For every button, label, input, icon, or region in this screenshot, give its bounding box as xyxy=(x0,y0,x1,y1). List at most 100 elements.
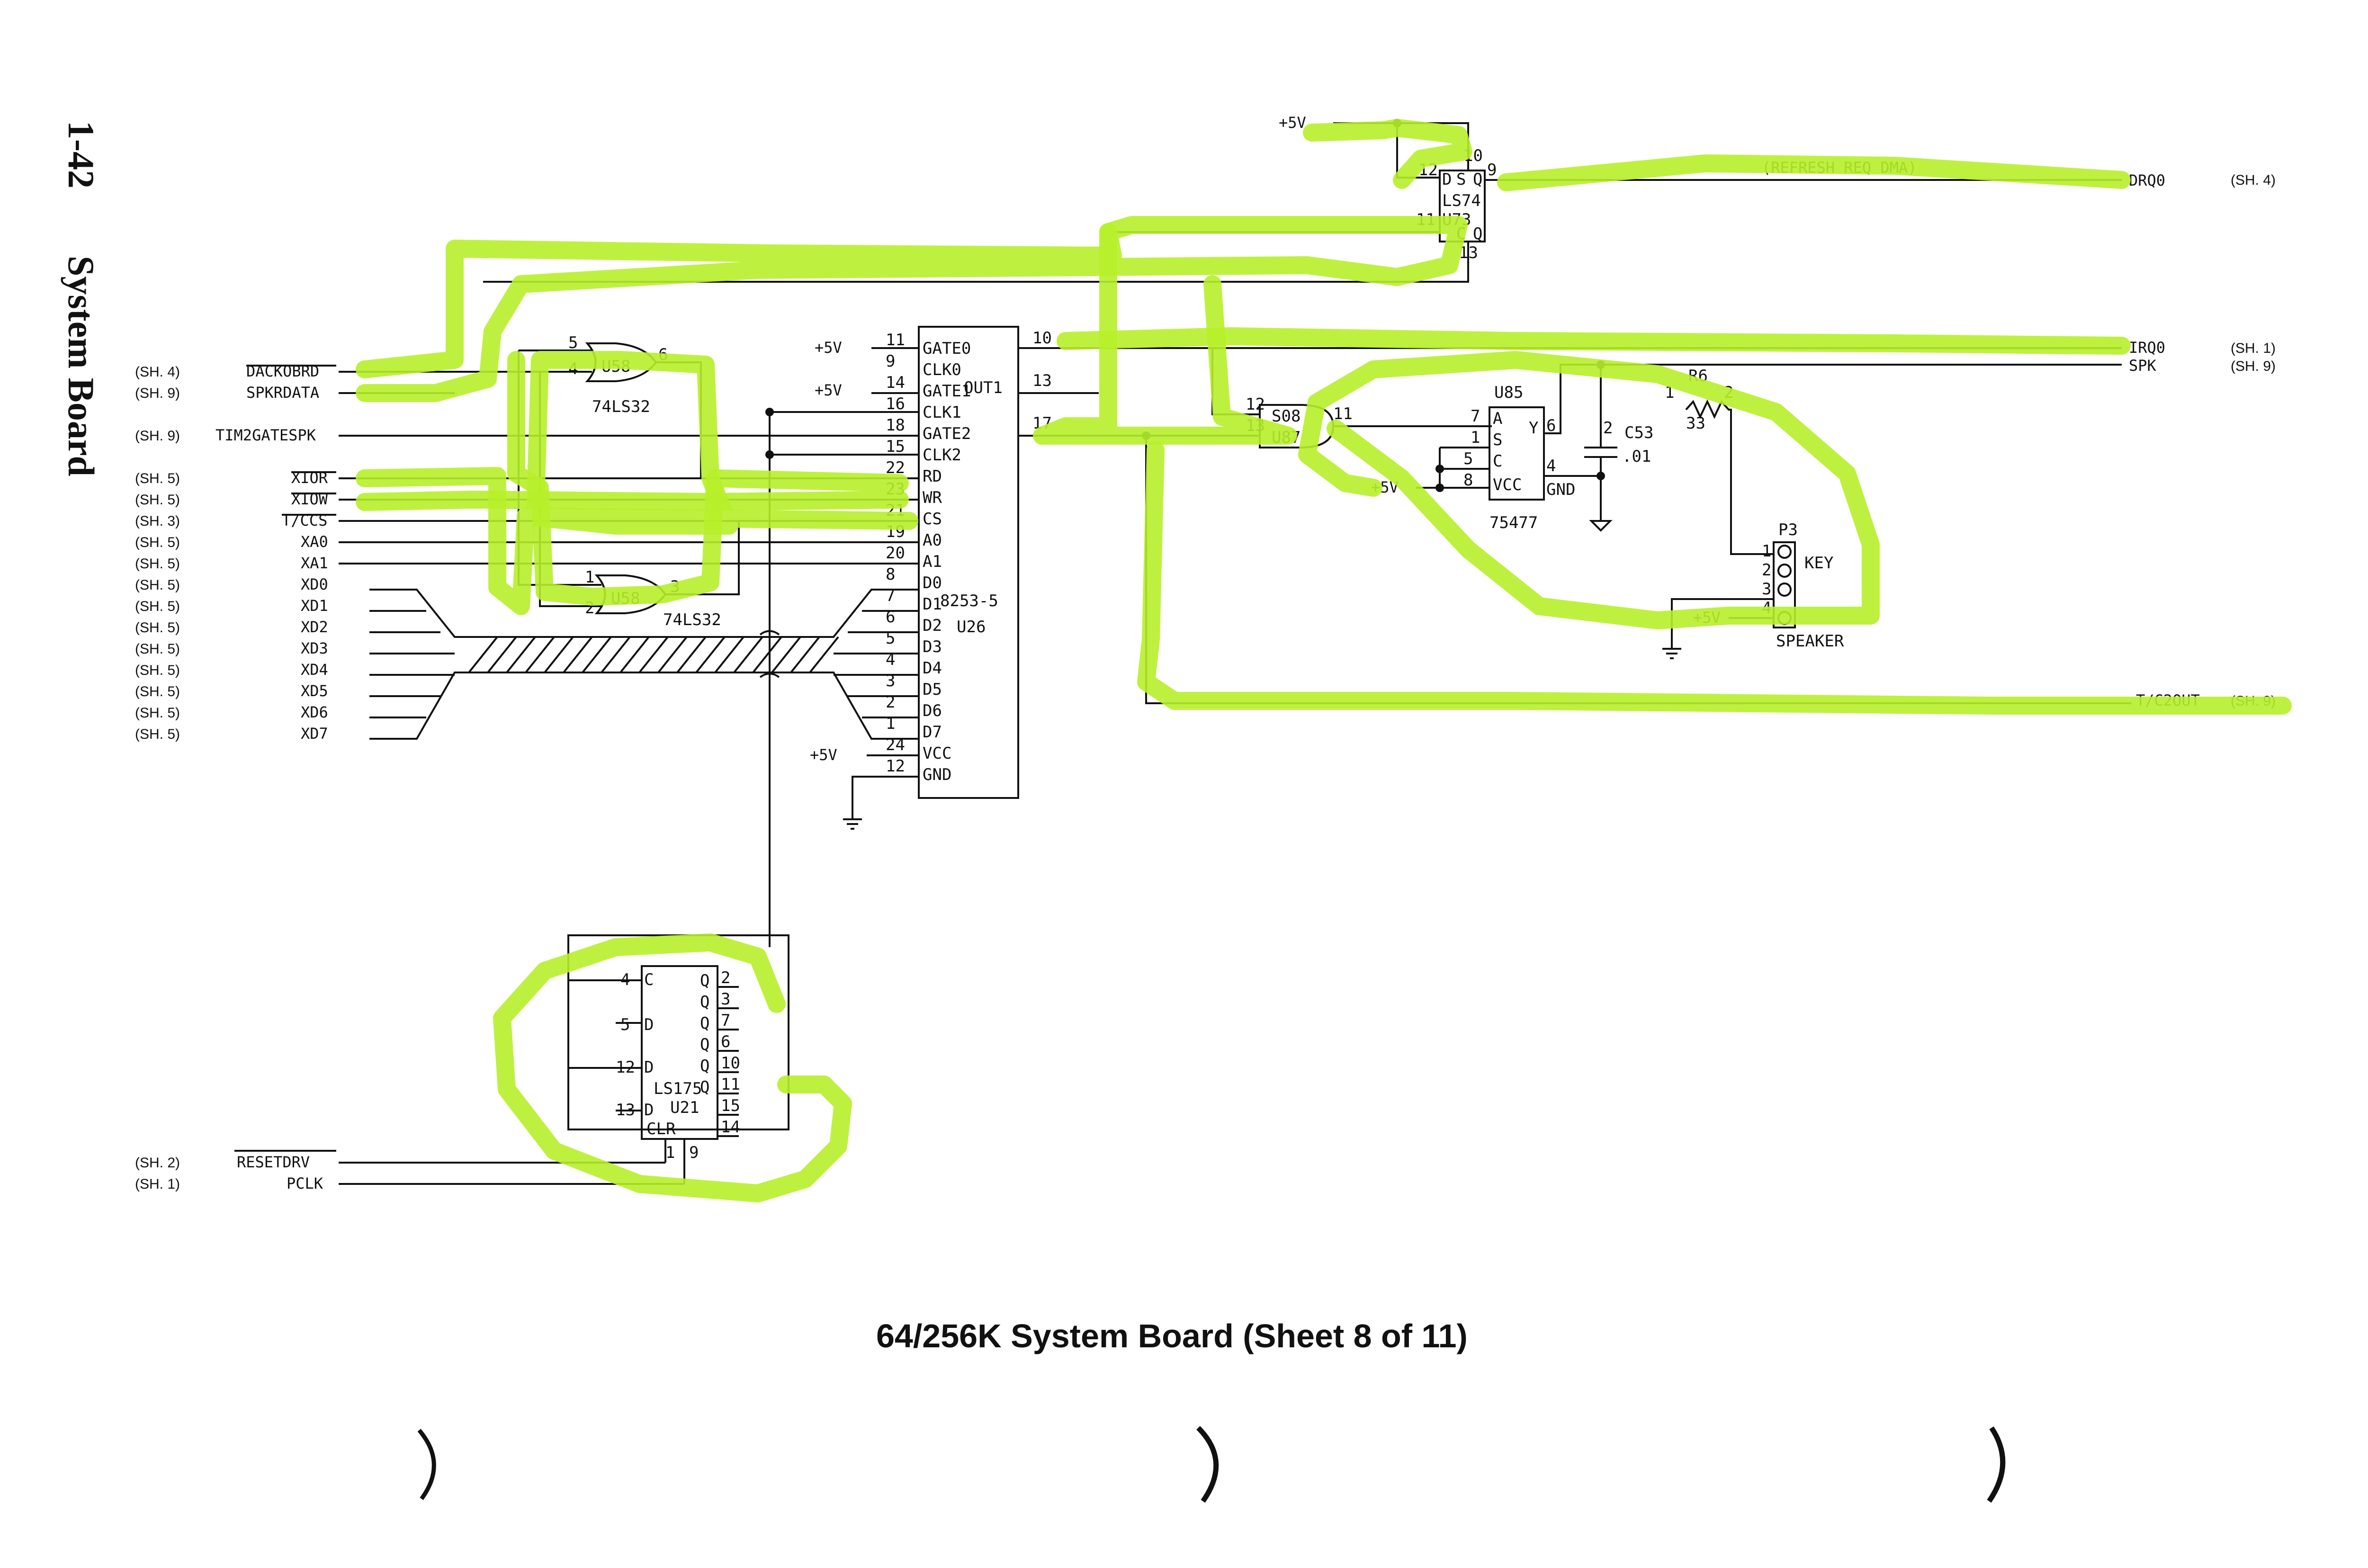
pin-number: 3 xyxy=(721,990,730,1009)
wire-crossing xyxy=(759,630,780,678)
signal-label: XD7 xyxy=(301,725,328,743)
pin-number: 15 xyxy=(721,1096,740,1115)
driver-part: 75477 xyxy=(1489,513,1538,532)
pin-label: VCC xyxy=(1493,475,1522,494)
pin-number: 20 xyxy=(886,544,905,563)
pin-label: Q xyxy=(700,993,709,1012)
capacitor-symbol xyxy=(1584,365,1617,521)
pin-label: D7 xyxy=(923,723,942,742)
pin-label: D xyxy=(644,1015,654,1034)
binding-mark xyxy=(1196,1426,1219,1503)
sheet-ref: (SH. 2) xyxy=(135,1155,180,1171)
pin-number: 12 xyxy=(1246,395,1265,414)
pin-label: A0 xyxy=(923,531,942,550)
gate-part: 74LS32 xyxy=(663,610,721,629)
pin-label: D xyxy=(644,1101,654,1120)
sheet-ref: (SH. 5) xyxy=(135,556,180,572)
pin-label: D4 xyxy=(923,659,942,678)
signal-label: PCLK xyxy=(287,1174,323,1192)
timer-body xyxy=(918,326,1019,799)
pin-label: CLK1 xyxy=(923,403,961,422)
pin-number: 1 xyxy=(585,568,594,587)
signal-label: XA0 xyxy=(301,533,328,551)
driver-body xyxy=(1489,406,1545,501)
pin-number: 1 xyxy=(1762,542,1771,561)
bus-hatch xyxy=(468,636,839,673)
plus5v-label: +5V xyxy=(1279,114,1306,132)
connector-pin xyxy=(1777,582,1792,597)
signal-label: XD4 xyxy=(301,661,328,679)
hatch-line xyxy=(714,636,744,673)
pin-number: 1 xyxy=(665,1143,675,1162)
hatch-line xyxy=(487,636,517,673)
highlight-stroke xyxy=(1497,154,2131,191)
hatch-line xyxy=(525,636,555,673)
pin-label: C xyxy=(644,970,654,989)
sheet-ref: (SH. 9) xyxy=(2231,358,2276,374)
pin-label: Y xyxy=(1529,419,1538,438)
pin-number: 5 xyxy=(620,1015,630,1034)
signal-label: XD3 xyxy=(301,639,328,657)
pin-label: S xyxy=(1456,170,1466,189)
pin-number: 2 xyxy=(1762,561,1771,580)
pin-number: 6 xyxy=(721,1032,730,1051)
pin-label: D6 xyxy=(923,701,942,720)
counter-body xyxy=(641,965,718,1140)
wire xyxy=(664,1139,685,1184)
sheet-ref: (SH. 5) xyxy=(135,471,180,486)
sheet-ref: (SH. 4) xyxy=(135,364,180,380)
sheet-ref: (SH. 5) xyxy=(135,726,180,742)
pin-label: CLR xyxy=(646,1120,676,1138)
signal-label: SPK xyxy=(2129,357,2157,375)
pin-number: 5 xyxy=(886,629,895,648)
pin-label: GND xyxy=(923,765,951,784)
sheet-ref: (SH. 5) xyxy=(135,684,180,699)
pin-number: 14 xyxy=(721,1118,740,1137)
highlight-stroke xyxy=(1298,351,1880,629)
pin-number: 7 xyxy=(721,1011,730,1030)
wire xyxy=(1671,598,1774,649)
sheet-ref: (SH. 9) xyxy=(135,428,180,444)
pin-label: Q xyxy=(1473,224,1482,243)
sheet-ref: (SH. 1) xyxy=(2231,340,2276,356)
pin-number: 7 xyxy=(886,586,895,605)
pin-number: 1 xyxy=(886,714,895,733)
signal-label: SPKRDATA xyxy=(246,384,319,402)
signal-label: XD5 xyxy=(301,682,328,700)
resistor-value: 33 xyxy=(1686,414,1705,433)
ground-symbol xyxy=(843,818,862,830)
pin-label: GATE0 xyxy=(923,339,971,358)
gate-part: S08 xyxy=(1272,407,1301,426)
connector-p3: P3 KEY SPEAKER 1 2 3 4 +5V xyxy=(1662,520,1844,659)
data-bus xyxy=(369,589,919,740)
hatch-line xyxy=(771,636,801,673)
pin-number: 14 xyxy=(886,373,905,392)
hatch-line xyxy=(563,636,593,673)
hatch-line xyxy=(638,636,669,673)
pin-label: A1 xyxy=(923,552,942,571)
hatch-line xyxy=(619,636,650,673)
pin-label: A xyxy=(1493,409,1502,428)
connector-pin xyxy=(1777,564,1792,578)
pin-label: GATE2 xyxy=(923,424,971,443)
flipflop-part: LS74 xyxy=(1442,191,1481,210)
connector-pin xyxy=(1777,545,1792,559)
pin-number: 9 xyxy=(689,1143,699,1162)
pin-label: C xyxy=(1493,452,1502,471)
bus-line xyxy=(369,589,919,638)
pin-label: D2 xyxy=(923,616,942,635)
pin-number: 15 xyxy=(886,437,905,456)
sheet-ref: (SH. 1) xyxy=(135,1176,180,1192)
pin-label: CS xyxy=(923,510,942,529)
pin-number: 6 xyxy=(1546,416,1556,435)
bus-line xyxy=(369,672,919,740)
resistor-symbol xyxy=(1685,399,1774,555)
pin-number: 4 xyxy=(1546,457,1556,475)
pin-number: 1 xyxy=(1471,428,1480,447)
counter-ref: U21 xyxy=(670,1098,699,1117)
driver-ref: U85 xyxy=(1494,383,1523,402)
